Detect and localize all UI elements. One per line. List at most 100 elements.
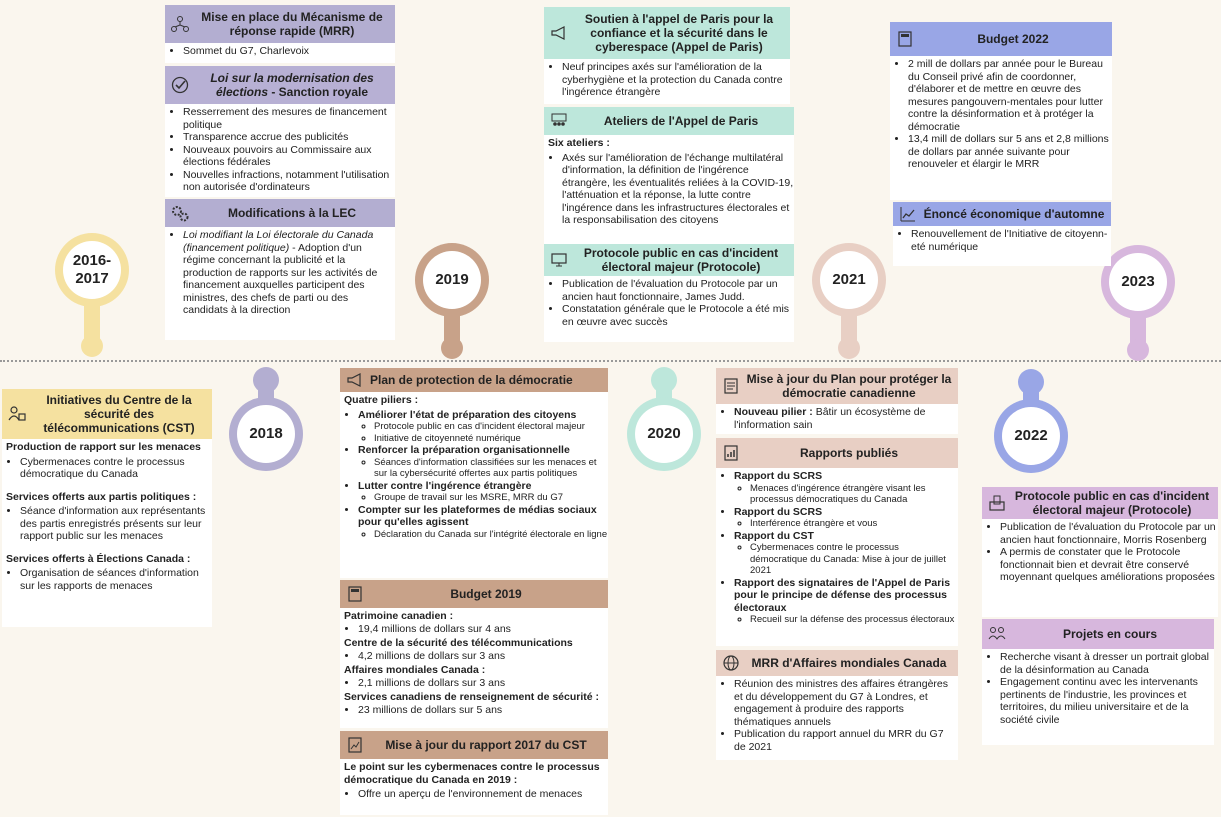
plan-protection-card: Plan de protection de la démocratie Quat… (340, 368, 608, 578)
proto2022-list: Publication de l'évaluation du Protocole… (982, 521, 1218, 584)
list-item: Réunion des ministres des affaires étran… (734, 678, 958, 728)
enonce-list: Renouvellement de l'Initiative de citoye… (893, 228, 1111, 253)
card-title: Projets en cours (1062, 627, 1158, 641)
cst-2017-update-card: Mise à jour du rapport 2017 du CST Le po… (340, 731, 608, 815)
card-title: Mise à jour du Plan pour protéger la dém… (746, 372, 952, 400)
budget-list: 19,4 millions de dollars sur 4 ans (340, 623, 608, 636)
list-item: Séance d'information aux représentants d… (20, 505, 212, 543)
sub-item: Recueil sur la défense des processus éle… (750, 614, 958, 626)
cst-list-2: Séance d'information aux représentants d… (2, 505, 212, 543)
report-label: Rapport du CST (734, 529, 814, 542)
sub-item: Déclaration du Canada sur l'intégrité él… (374, 529, 608, 541)
ateliers-list: Axés sur l'amélioration de l'échange mul… (544, 152, 794, 227)
year-pin-2022: 2022 (993, 360, 1069, 490)
list-item: 23 millions de dollars sur 5 ans (358, 704, 608, 717)
list-item: Sommet du G7, Charlevoix (183, 45, 395, 58)
section-label: Centre de la sécurité des télécommunicat… (344, 637, 573, 649)
sub-item: Protocole public en cas d'incident élect… (374, 421, 608, 433)
report-label: Rapport des signataires de l'Appel de Pa… (734, 576, 951, 614)
gears-icon (171, 204, 189, 222)
sub-item: Cybermenaces contre le processus démocra… (750, 542, 958, 577)
enonce-card: Énoncé économique d'automne Renouvelleme… (893, 202, 1111, 266)
plan-document-icon (722, 377, 740, 395)
loi-list: Resserrement des mesures de financement … (165, 106, 395, 194)
section-label: Affaires mondiales Canada : (344, 664, 486, 676)
monitor-icon (550, 251, 568, 269)
rapports-card: Rapports publiés Rapport du SCRS Menaces… (716, 438, 958, 646)
list-item: Améliorer l'état de préparation des cito… (358, 409, 608, 445)
calculator-icon (896, 30, 914, 48)
section-label: Production de rapport sur les menaces (6, 441, 201, 453)
list-item: Axés sur l'amélioration de l'échange mul… (562, 152, 794, 227)
year-pin-2020: 2020 (626, 358, 702, 488)
budget-list: 4,2 millions de dollars sur 3 ans (340, 650, 608, 663)
list-item: Cybermenaces contre le processus démocra… (20, 456, 212, 481)
rapports-list: Rapport du SCRS Menaces d'ingérence étra… (716, 470, 958, 626)
report-chart-icon (346, 736, 364, 754)
cst-list-3: Organisation de séances d'information su… (2, 567, 212, 592)
protocole-2022-card: Protocole public en cas d'incident élect… (982, 487, 1218, 617)
card-header: Projets en cours (982, 619, 1214, 649)
card-title: Protocole public en cas d'incident élect… (1014, 489, 1210, 517)
report-label: Rapport du SCRS (734, 470, 823, 482)
year-label: 2019 (435, 271, 469, 288)
year-label: 2022 (1014, 427, 1048, 444)
ateliers-card: Ateliers de l'Appel de Paris Six atelier… (544, 107, 794, 244)
card-header: Rapports publiés (716, 438, 958, 468)
card-title: Initiatives du Centre de la sécurité des… (43, 393, 195, 435)
growth-chart-icon (899, 205, 917, 223)
list-item: Renouvellement de l'Initiative de citoye… (911, 228, 1111, 253)
year-pin-2018: 2018 (228, 358, 304, 488)
lec-item-italic: Loi modifiant la Loi électorale du Canad… (183, 229, 374, 254)
list-item: 4,2 millions de dollars sur 3 ans (358, 650, 608, 663)
protocole-2020-card: Protocole public en cas d'incident élect… (544, 244, 794, 342)
card-header: Protocole public en cas d'incident élect… (544, 244, 794, 276)
card-title: Budget 2022 (977, 32, 1049, 46)
card-title: Soutien à l'appel de Paris pour la confi… (584, 12, 774, 54)
sub-item: Initiative de citoyenneté numérique (374, 433, 608, 445)
card-title: Plan de protection de la démocratie (370, 373, 573, 387)
list-item: Rapport du SCRS Menaces d'ingérence étra… (734, 470, 958, 506)
list-item: Engagement continu avec les intervenants… (1000, 676, 1214, 726)
card-title: MRR d'Affaires mondiales Canada (751, 656, 947, 670)
sub-item: Menaces d'ingérence étrangère visant les… (750, 483, 958, 506)
cst-initiatives-card: Initiatives du Centre de la sécurité des… (2, 389, 212, 627)
year-pin-2016: 2016- 2017 (54, 232, 130, 358)
section-label: Six ateliers : (548, 137, 610, 149)
year-label: 2016- 2017 (72, 252, 112, 287)
list-item: Recherche visant à dresser un portrait g… (1000, 651, 1214, 676)
list-item: 2,1 millions de dollars sur 3 ans (358, 677, 608, 690)
card-title: Ateliers de l'Appel de Paris (603, 114, 759, 128)
list-item: Neuf principes axés sur l'amélioration d… (562, 61, 790, 99)
pillar-label: Renforcer la préparation organisationnel… (358, 444, 570, 456)
list-item: Rapport du CST Cybermenaces contre le pr… (734, 530, 958, 577)
sub-item: Interférence étrangère et vous (750, 518, 958, 530)
list-item: A permis de constater que le Protocole f… (1000, 546, 1218, 584)
card-header: Mise à jour du rapport 2017 du CST (340, 731, 608, 759)
card-title: Rapports publiés (799, 446, 898, 460)
card-header: Ateliers de l'Appel de Paris (544, 107, 794, 135)
timeline-axis (0, 360, 1221, 362)
list-item: Loi modifiant la Loi électorale du Canad… (183, 229, 395, 317)
card-header: Énoncé économique d'automne (893, 202, 1111, 226)
globe-icon (722, 654, 740, 672)
section-label: Quatre piliers : (344, 394, 419, 406)
report-label: Rapport du SCRS (734, 505, 823, 518)
loi-modernisation-card: Loi sur la modernisation des élections -… (165, 66, 395, 197)
section-label: Services offerts à Élections Canada : (6, 552, 191, 565)
list-item: Resserrement des mesures de financement … (183, 106, 395, 131)
list-item: 13,4 mill de dollars sur 5 ans et 2,8 mi… (908, 133, 1112, 171)
megaphone-icon (346, 371, 364, 389)
year-pin-2021: 2021 (811, 242, 887, 360)
people-icon (8, 405, 26, 423)
year-label: 2021 (832, 271, 866, 288)
card-title-italic: Loi sur la modernisation des élections (210, 71, 374, 99)
megaphone-icon (550, 24, 568, 42)
card-title: Énoncé économique d'automne (923, 207, 1105, 221)
card-header: MRR d'Affaires mondiales Canada (716, 650, 958, 676)
workshop-icon (550, 112, 568, 130)
list-item: Offre un aperçu de l'environnement de me… (358, 788, 608, 801)
year-label: 2018 (249, 425, 283, 442)
check-circle-icon (171, 76, 189, 94)
meeting-icon (988, 625, 1006, 643)
